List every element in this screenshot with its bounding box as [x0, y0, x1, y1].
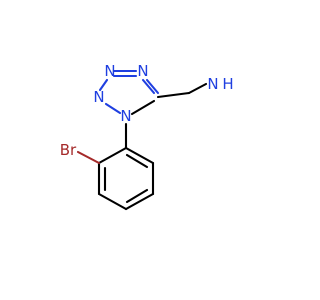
bond-ph-inner-top [125, 153, 149, 169]
bond-n3-n1 [98, 78, 109, 92]
atom-n-left: N [93, 88, 104, 106]
bond-n2-c5-double [145, 78, 160, 95]
atom-n-bottom: N [120, 107, 131, 125]
bond-n2-c5 [141, 78, 156, 95]
bond-ph-inner-bottom [125, 188, 149, 204]
bond-ph-6-1 [124, 146, 155, 165]
atom-n-top-left: N [104, 62, 115, 80]
bond-ph-3-4 [97, 192, 128, 211]
bond-c-br [76, 150, 101, 165]
molecule-diagram: N N N N N H Br [60, 62, 234, 211]
atom-amine-h: H [222, 75, 233, 93]
atom-n-top-right: N [137, 62, 148, 80]
bond-n4-n3 [104, 102, 122, 115]
bond-ph-4-5 [124, 192, 155, 211]
atom-bromine: Br [60, 141, 77, 159]
bond-c5-n4 [130, 99, 156, 116]
atom-amine-n: N [207, 75, 218, 93]
bond-c5-ch2 [156, 91, 191, 99]
molecule-structure: N N N N N H Br [60, 62, 234, 211]
bond-ph-1-2 [97, 146, 128, 165]
bond-ch2-nh2 [187, 82, 208, 95]
